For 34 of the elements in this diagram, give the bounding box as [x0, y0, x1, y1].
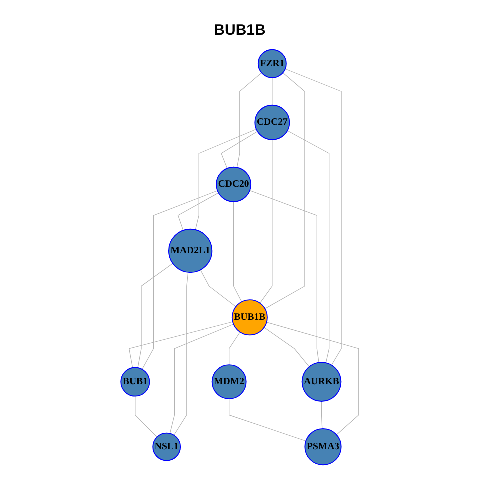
- diagram-title: BUB1B: [213, 21, 267, 41]
- connector: [135, 396, 158, 438]
- connector: [272, 77, 273, 106]
- connector: [264, 72, 306, 309]
- node-circle: BUB1B: [232, 299, 268, 336]
- connector: [174, 272, 189, 436]
- connector: [287, 130, 330, 363]
- connector: [170, 324, 234, 434]
- connector: [264, 326, 310, 367]
- connector: [142, 190, 218, 370]
- node-circle: MAD2L1: [168, 228, 213, 273]
- connector: [260, 139, 273, 304]
- connector: [229, 331, 241, 365]
- connector: [221, 130, 258, 168]
- node-circle: BUB1: [120, 366, 150, 396]
- connector: [200, 269, 236, 307]
- connector: [236, 72, 262, 168]
- connector: [229, 398, 306, 442]
- node-circle: AURKB: [302, 362, 342, 402]
- node-circle: MDM2: [212, 364, 247, 400]
- connector: [250, 190, 320, 363]
- connector: [266, 322, 360, 435]
- connector: [195, 128, 257, 230]
- connector: [234, 201, 242, 302]
- node-circle: CDC20: [216, 166, 252, 202]
- connector: [128, 321, 234, 368]
- node-circle: FZR1: [258, 48, 287, 78]
- connector: [285, 68, 342, 366]
- connector: [178, 192, 220, 230]
- node-circle: PSMA3: [304, 428, 342, 466]
- connector: [138, 262, 174, 368]
- connector: [321, 400, 323, 429]
- node-circle: CDC27: [254, 104, 290, 140]
- node-circle: NSL1: [152, 432, 182, 461]
